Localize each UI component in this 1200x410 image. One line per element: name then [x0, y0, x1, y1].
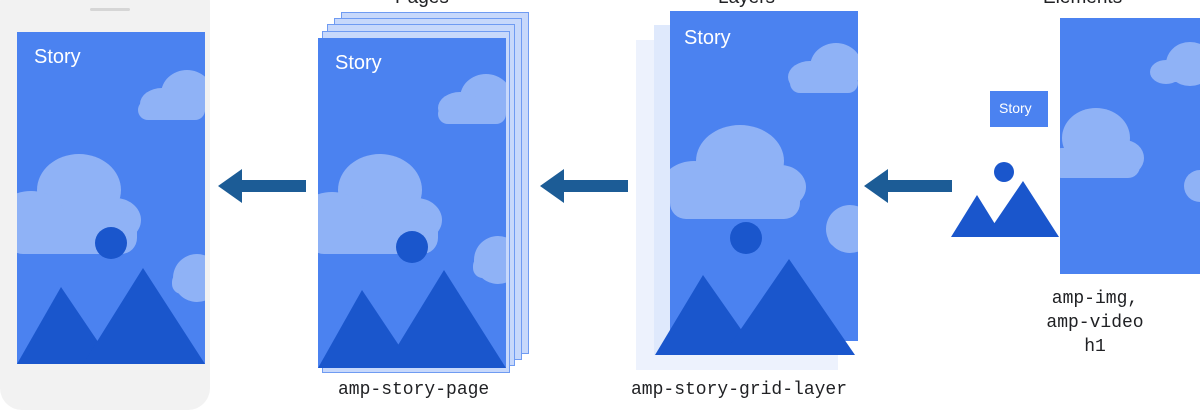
pages-heading: Pages [395, 0, 449, 9]
sun-circle-icon [95, 227, 127, 259]
page-story-card: Story [318, 38, 506, 368]
element-story-box: Story [990, 91, 1048, 127]
cloud-icon [17, 70, 205, 302]
mountain-icon [318, 270, 506, 368]
phone-story-label: Story [34, 46, 81, 68]
phone-story-card: Story [17, 32, 205, 364]
page-story-label: Story [335, 52, 382, 74]
layer-story-card: Story [670, 11, 858, 341]
sun-circle-icon [730, 222, 762, 254]
element-story-label: Story [999, 100, 1032, 116]
elements-caption-line-3: h1 [1084, 337, 1106, 357]
arrow-left-icon [218, 169, 306, 203]
layer-story-label: Story [684, 27, 731, 49]
elements-caption-line-2: amp-video [1046, 313, 1144, 333]
phone-speaker [90, 8, 130, 11]
sun-circle-icon [396, 231, 428, 263]
mountain-icon [655, 259, 855, 355]
cloud-icon [318, 74, 506, 284]
layers-heading: Layers [718, 0, 775, 9]
cloud-icon [1060, 42, 1200, 202]
elements-caption-line-1: amp-img, [1051, 289, 1139, 309]
cloud-icon [670, 43, 858, 253]
element-image-card [1060, 18, 1200, 274]
elements-heading: Elements [1043, 0, 1122, 9]
layers-caption: amp-story-grid-layer [631, 380, 848, 400]
elements-caption: amp-img, amp-video h1 [1035, 287, 1155, 359]
mountain-icon [17, 268, 205, 364]
pages-caption: amp-story-page [338, 380, 490, 400]
mountain-icon [951, 181, 1059, 237]
sun-circle-icon [994, 162, 1014, 182]
arrow-left-icon [540, 169, 628, 203]
arrow-left-icon [864, 169, 952, 203]
